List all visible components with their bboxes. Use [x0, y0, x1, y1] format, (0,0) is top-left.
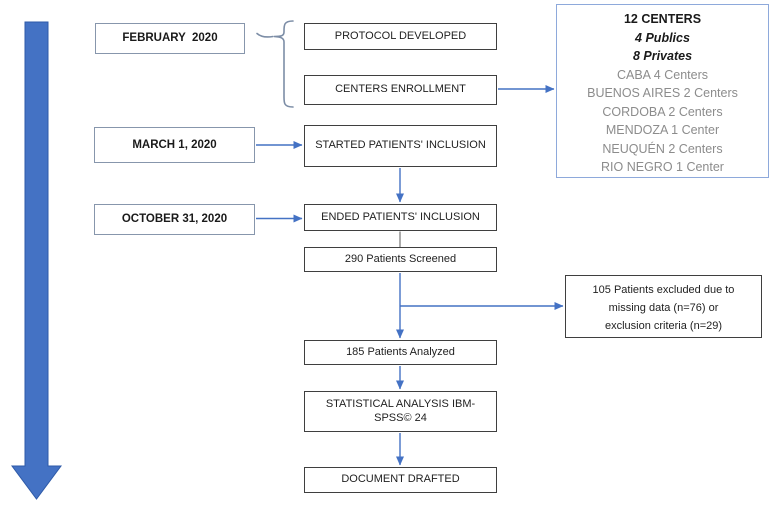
february-brace-icon	[256, 20, 294, 108]
date-box-october: OCTOBER 31, 2020	[94, 204, 255, 235]
centers-list-item: BUENOS AIRES 2 Centers	[587, 86, 738, 100]
exclusion-line: 105 Patients excluded due to	[592, 284, 735, 296]
step-protocol-developed: PROTOCOL DEVELOPED	[304, 23, 497, 50]
step-ended-inclusion: ENDED PATIENTS' INCLUSION	[304, 204, 497, 231]
centers-list-item: CORDOBA 2 Centers	[602, 104, 723, 119]
step-started-inclusion: STARTED PATIENTS' INCLUSION	[304, 125, 497, 167]
step-document-drafted: DOCUMENT DRAFTED	[304, 467, 497, 493]
step-patients-analyzed: 185 Patients Analyzed	[304, 340, 497, 365]
timeline-arrow-icon	[11, 21, 62, 500]
exclusion-line: missing data (n=76) or	[608, 302, 719, 314]
centers-list-item: RIO NEGRO 1 Center	[601, 160, 724, 174]
step-statistical-analysis: STATISTICAL ANALYSIS IBM-SPSS© 24	[304, 391, 497, 432]
centers-title: 12 CENTERS	[623, 12, 702, 26]
exclusion-line: exclusion criteria (n=29)	[604, 320, 723, 332]
centers-publics: 4 Publics	[635, 30, 690, 45]
centers-detail-box: 12 CENTERS 4 Publics 8 Privates CABA 4 C…	[556, 4, 769, 178]
centers-list-item: CABA 4 Centers	[616, 67, 708, 82]
centers-privates: 8 Privates	[632, 49, 693, 63]
exclusion-box: 105 Patients excluded due to missing dat…	[565, 275, 762, 338]
centers-list-item: NEUQUÉN 2 Centers	[602, 141, 723, 156]
centers-list-item: MENDOZA 1 Center	[605, 123, 720, 137]
date-box-march: MARCH 1, 2020	[94, 127, 255, 163]
date-box-february: FEBRUARY 2020	[95, 23, 245, 54]
step-centers-enrollment: CENTERS ENROLLMENT	[304, 75, 497, 105]
step-patients-screened: 290 Patients Screened	[304, 247, 497, 272]
